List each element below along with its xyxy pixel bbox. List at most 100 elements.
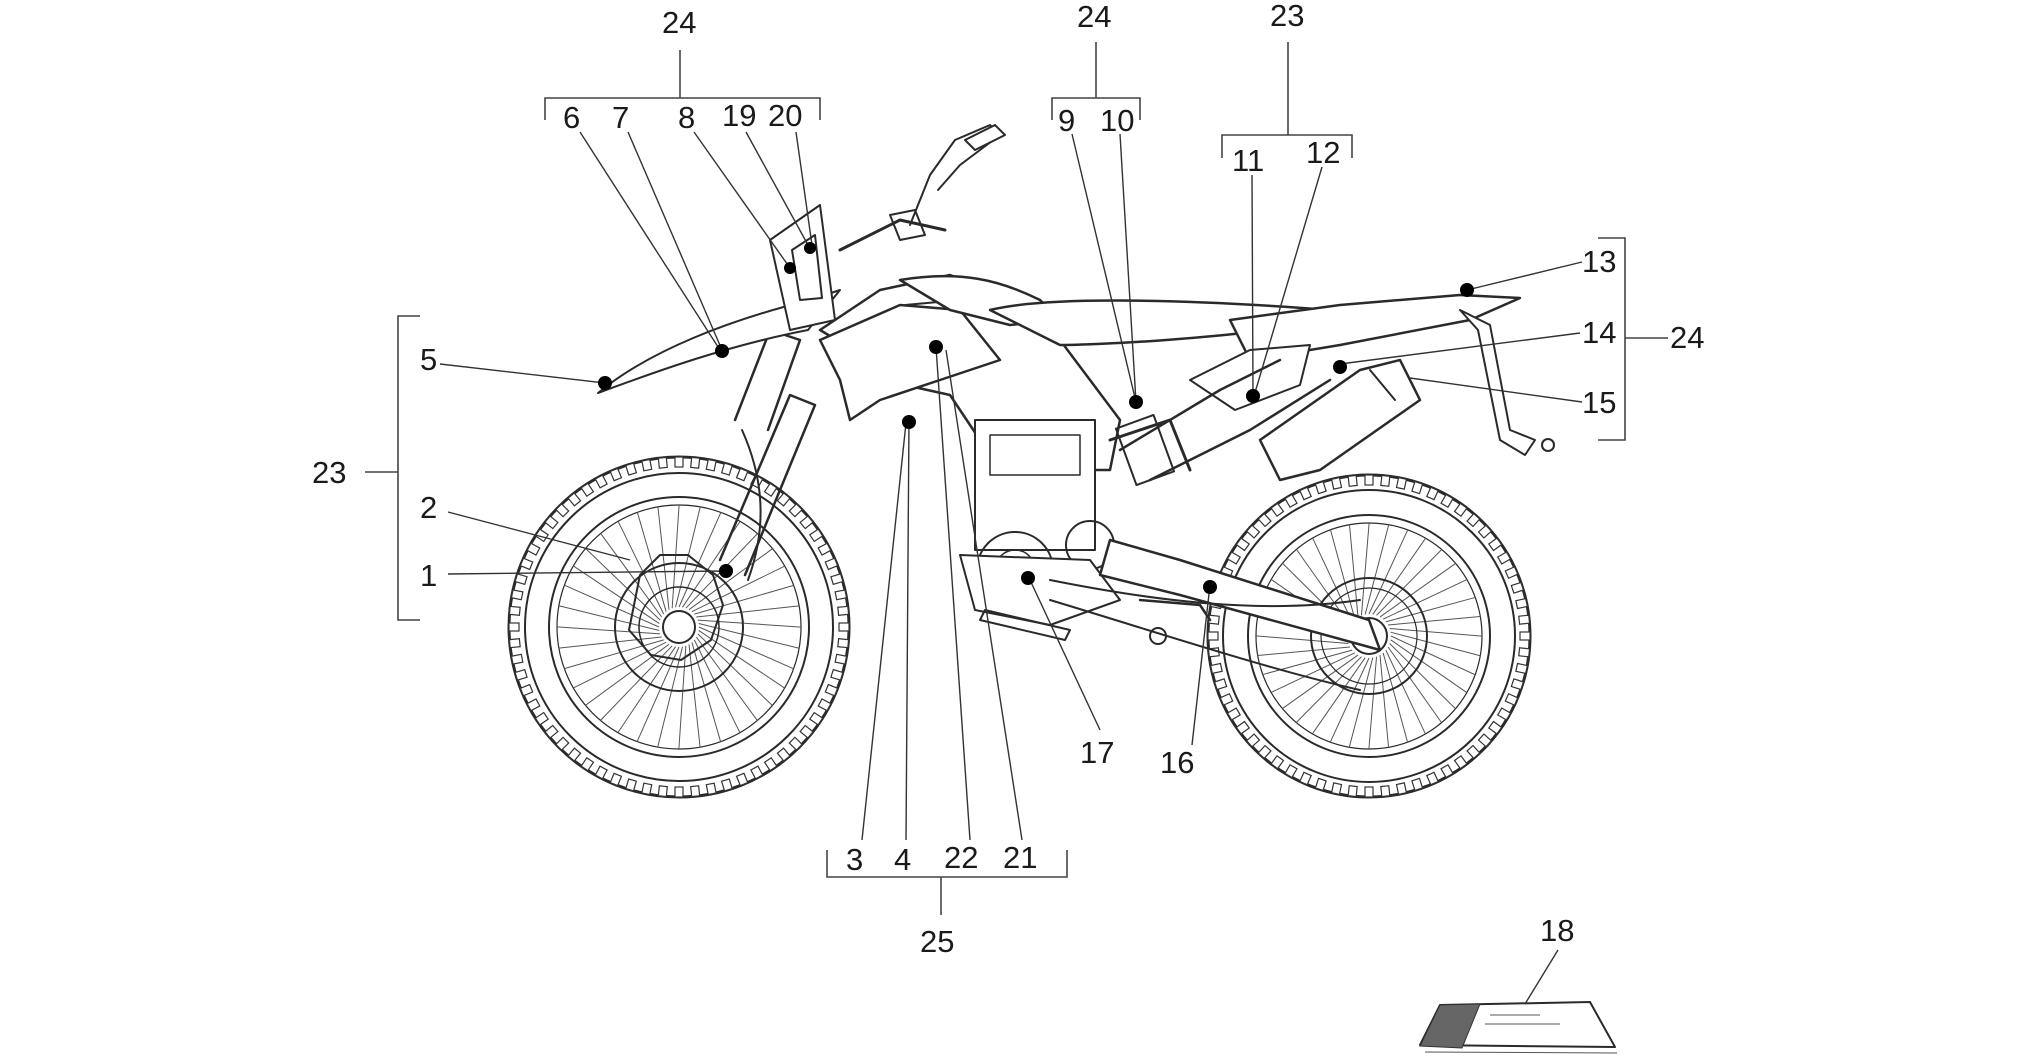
tire-tread-block	[1235, 720, 1251, 735]
callout-11: 11	[1232, 143, 1264, 178]
callout-1: 1	[420, 558, 437, 593]
callout-6: 6	[563, 100, 580, 135]
wheel-spoke	[1262, 649, 1353, 676]
tire-tread-block	[1515, 597, 1529, 610]
tire-tread-block	[1380, 785, 1391, 798]
tire-tread-block	[1257, 744, 1272, 760]
tire-tread-block	[1487, 537, 1503, 552]
wheel-spoke	[1282, 654, 1359, 709]
wheel-spoke	[1372, 537, 1427, 615]
callout-9: 9	[1058, 103, 1075, 138]
marker-dot-19-20	[804, 242, 816, 254]
callout-8: 8	[678, 100, 695, 135]
wheel-spoke	[691, 642, 722, 742]
callout-4: 4	[894, 842, 911, 877]
tire-tread-block	[1466, 744, 1481, 760]
tire-tread-block	[808, 711, 824, 726]
callout-17: 17	[1080, 735, 1114, 770]
wheel-spoke	[678, 645, 687, 750]
callout-18: 18	[1540, 913, 1574, 948]
tire-tread-block	[1219, 692, 1234, 706]
group-label-24-mid: 24	[1077, 0, 1111, 34]
tire-tread-block	[799, 515, 814, 530]
tire-tread-block	[1453, 502, 1468, 518]
wheel-spoke	[1312, 537, 1353, 623]
tire-tread-block	[788, 736, 803, 751]
tire-tread-block	[567, 747, 582, 762]
tire-tread-block	[555, 503, 570, 518]
tire-tread-block	[720, 778, 733, 792]
wheel-spoke	[1364, 524, 1390, 615]
marker-dot-1	[719, 564, 733, 578]
wheel-spoke	[1368, 656, 1378, 750]
marker-dot-11-12	[1246, 389, 1260, 403]
callout-22: 22	[944, 840, 978, 875]
tire-tread-block	[1213, 678, 1228, 691]
tire-tread-block	[1257, 512, 1272, 528]
tire-tread-block	[1510, 678, 1525, 691]
tire-tread-block	[1364, 474, 1374, 486]
wheel-spoke	[1360, 522, 1370, 616]
tire-tread-block	[1515, 662, 1529, 675]
callout-21: 21	[1003, 840, 1037, 875]
callout-2: 2	[420, 490, 437, 525]
wheel-spoke	[697, 633, 773, 706]
tire-tread-block	[720, 462, 733, 476]
tire-tread-block	[641, 458, 653, 472]
callout-13: 13	[1582, 244, 1616, 279]
tire-tread-block	[1330, 476, 1343, 490]
tire-tread-block	[510, 589, 524, 601]
callout-10: 10	[1100, 103, 1134, 138]
tire-tread-block	[594, 765, 608, 780]
wheel-spoke	[698, 630, 785, 689]
tire-tread-block	[609, 772, 623, 787]
wheel-spoke	[698, 626, 794, 670]
group-brackets	[365, 42, 1668, 915]
tire-tread-block	[1440, 493, 1454, 509]
tire-tread-block	[657, 785, 668, 798]
wheel-spoke	[698, 623, 800, 649]
tire-tread-block	[690, 456, 701, 469]
tire-tread-block	[1380, 474, 1391, 487]
wheel-spoke	[693, 639, 741, 733]
tire-tread-block	[1314, 777, 1327, 792]
tire-tread-block	[763, 482, 778, 498]
tire-tread-block	[1347, 785, 1358, 798]
tire-tread-block	[830, 573, 844, 586]
tire-tread-block	[1519, 631, 1531, 641]
tire-tread-block	[776, 492, 791, 507]
callout-19: 19	[722, 98, 756, 133]
group-label-23-top: 23	[1270, 0, 1304, 33]
tire-tread-block	[834, 589, 848, 601]
marker-dot-8	[784, 262, 796, 274]
wheel-spoke	[1311, 657, 1366, 735]
wheel-spoke	[696, 605, 800, 618]
tire-tread-block	[674, 456, 684, 468]
wheel-spoke	[678, 512, 722, 608]
tire-tread-block	[674, 786, 684, 798]
tire-tread-block	[508, 605, 521, 616]
motorcycle-illustration	[507, 124, 1555, 799]
tire-tread-block	[526, 542, 541, 556]
tire-tread-block	[1209, 662, 1223, 675]
marker-dot-9-10	[1129, 395, 1143, 409]
wheel-spoke	[691, 565, 785, 613]
tire-tread-block	[837, 638, 850, 649]
tire-tread-block	[1425, 486, 1439, 501]
tire-tread-block	[1284, 763, 1298, 779]
tire-tread-block	[1411, 480, 1424, 495]
marker-dot-16	[1203, 580, 1217, 594]
wheel-spoke	[1389, 643, 1456, 710]
wheel-spoke	[585, 643, 670, 706]
callout-labels: 1 2 3 4 5 6 7 8 9 10 11 12 13 14 15 16 1…	[312, 0, 1704, 959]
tire-tread-block	[1510, 581, 1525, 594]
tire-tread-block	[1226, 551, 1242, 565]
tire-tread-block	[1395, 476, 1408, 490]
callout-12: 12	[1306, 135, 1340, 170]
wheel-spoke	[1376, 549, 1443, 616]
tire-tread-block	[1395, 782, 1408, 796]
marker-dot-21-22	[929, 340, 943, 354]
wheel-spoke	[1368, 529, 1409, 615]
tire-tread-block	[1299, 771, 1313, 786]
tire-tread-block	[1504, 566, 1519, 580]
